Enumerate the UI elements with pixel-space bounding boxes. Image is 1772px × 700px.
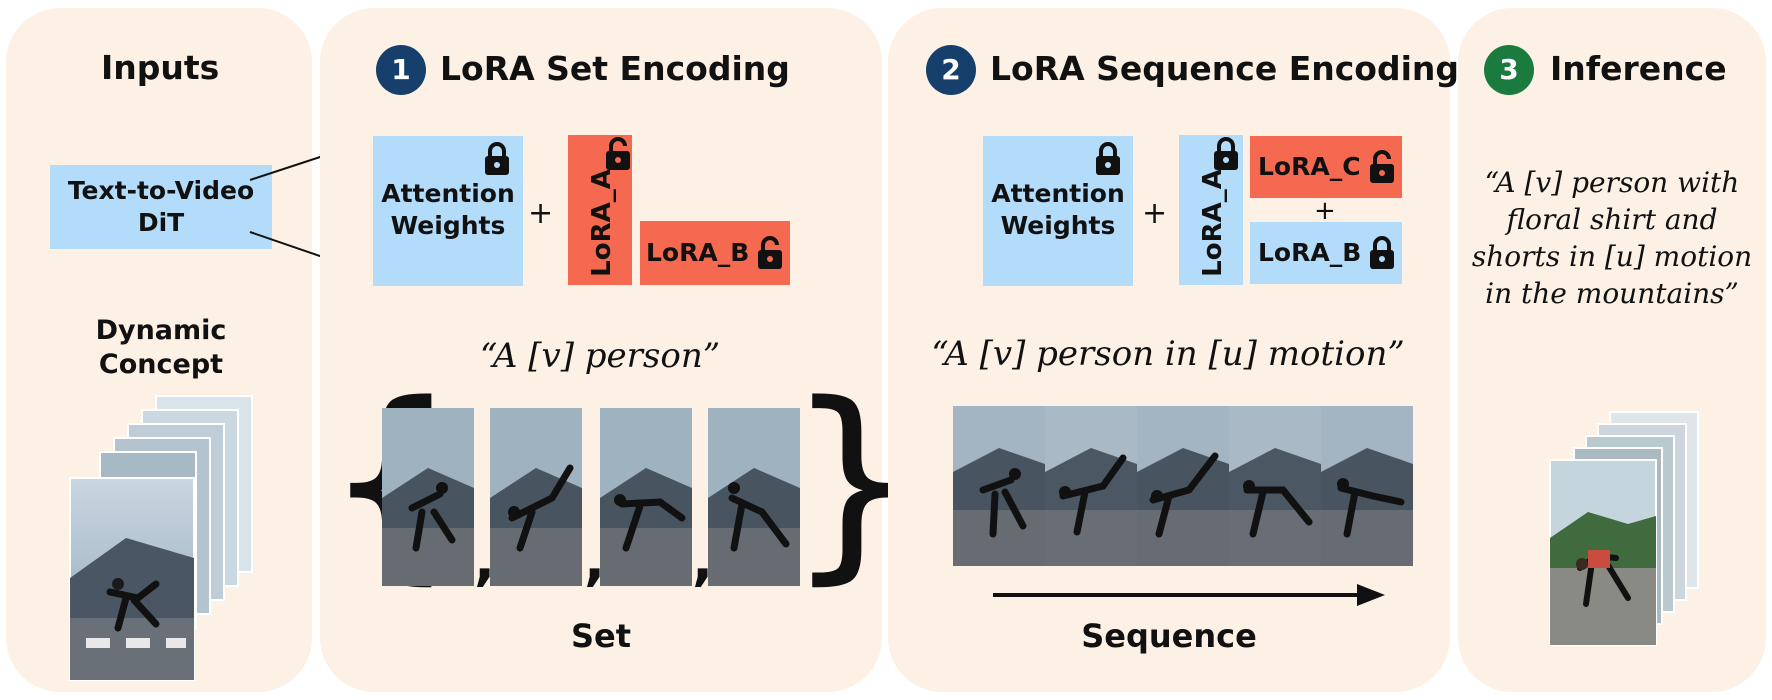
attention-weights-label: Attention Weights bbox=[991, 179, 1125, 240]
lora-b-label: LoRA_B bbox=[646, 238, 750, 267]
sequence-frames bbox=[953, 406, 1413, 566]
sequence-footer-label: Sequence bbox=[1081, 617, 1257, 655]
inputs-title: Inputs bbox=[101, 48, 220, 87]
inference-panel: 3 Inference “A [v] person with floral sh… bbox=[1458, 8, 1766, 692]
lock-icon bbox=[1370, 236, 1394, 269]
sequence-arrow bbox=[993, 584, 1385, 606]
step-1-badge: 1 bbox=[376, 45, 426, 95]
sequence-frame-2 bbox=[1045, 406, 1137, 566]
set-comma-2: , bbox=[584, 528, 606, 593]
lora-b-label: LoRA_B bbox=[1258, 238, 1362, 267]
unlock-icon bbox=[758, 236, 782, 269]
set-footer-label: Set bbox=[570, 617, 632, 655]
lock-icon bbox=[1214, 137, 1238, 170]
unlock-icon bbox=[1370, 150, 1394, 183]
set-frame-1 bbox=[382, 408, 474, 586]
set-frame-2 bbox=[490, 408, 582, 586]
sequence-frame-3 bbox=[1137, 406, 1229, 566]
set-frame-4 bbox=[708, 408, 800, 586]
sequence-frame-5 bbox=[1321, 406, 1413, 566]
lock-icon bbox=[485, 142, 509, 175]
dynamic-concept-label: Dynamic Concept bbox=[95, 315, 227, 380]
inputs-panel: Inputs Text-to-Video DiT Dynamic Concept bbox=[6, 8, 312, 692]
sequence-frame-4 bbox=[1229, 406, 1321, 566]
step-3-badge: 3 bbox=[1484, 45, 1534, 95]
inference-prompt: “A [v] person with floral shirt and shor… bbox=[1471, 166, 1753, 310]
inference-frame-front bbox=[1549, 459, 1657, 646]
set-comma-1: , bbox=[474, 528, 496, 593]
sequence-frame-1 bbox=[953, 406, 1045, 566]
sequence-encoding-title: LoRA Sequence Encoding bbox=[990, 49, 1460, 88]
lock-icon bbox=[1096, 142, 1120, 175]
inference-frame-stack bbox=[1549, 411, 1699, 646]
dynamic-concept-frame-stack bbox=[69, 395, 253, 681]
set-caption: “A [v] person” bbox=[479, 336, 721, 376]
sequence-encoding-panel: 2 LoRA Sequence Encoding Attention Weigh… bbox=[888, 8, 1459, 692]
concept-frame-front bbox=[69, 477, 195, 681]
unlock-icon bbox=[606, 137, 630, 170]
step-2-badge: 2 bbox=[926, 45, 976, 95]
lora-c-label: LoRA_C bbox=[1258, 152, 1361, 181]
set-encoding-panel: 1 LoRA Set Encoding Attention Weights + … bbox=[320, 8, 920, 692]
lora-c-b-plus-sign: + bbox=[1314, 196, 1336, 226]
lora-a-label: LoRA_A bbox=[587, 169, 617, 277]
sequence-caption: “A [v] person in [u] motion” bbox=[931, 334, 1405, 374]
inference-title: Inference bbox=[1550, 49, 1727, 88]
sequence-plus-sign: + bbox=[1142, 196, 1168, 231]
attention-weights-label: Attention Weights bbox=[381, 179, 515, 240]
set-frame-3 bbox=[600, 408, 692, 586]
set-encoding-title: LoRA Set Encoding bbox=[440, 49, 790, 88]
set-frames bbox=[382, 408, 800, 586]
text-to-video-dit-label: Text-to-Video DiT bbox=[67, 176, 255, 237]
set-plus-sign: + bbox=[528, 196, 554, 231]
set-comma-3: , bbox=[692, 528, 714, 593]
lora-a-label: LoRA_A bbox=[1198, 169, 1228, 277]
text-to-video-dit-box bbox=[50, 165, 272, 249]
